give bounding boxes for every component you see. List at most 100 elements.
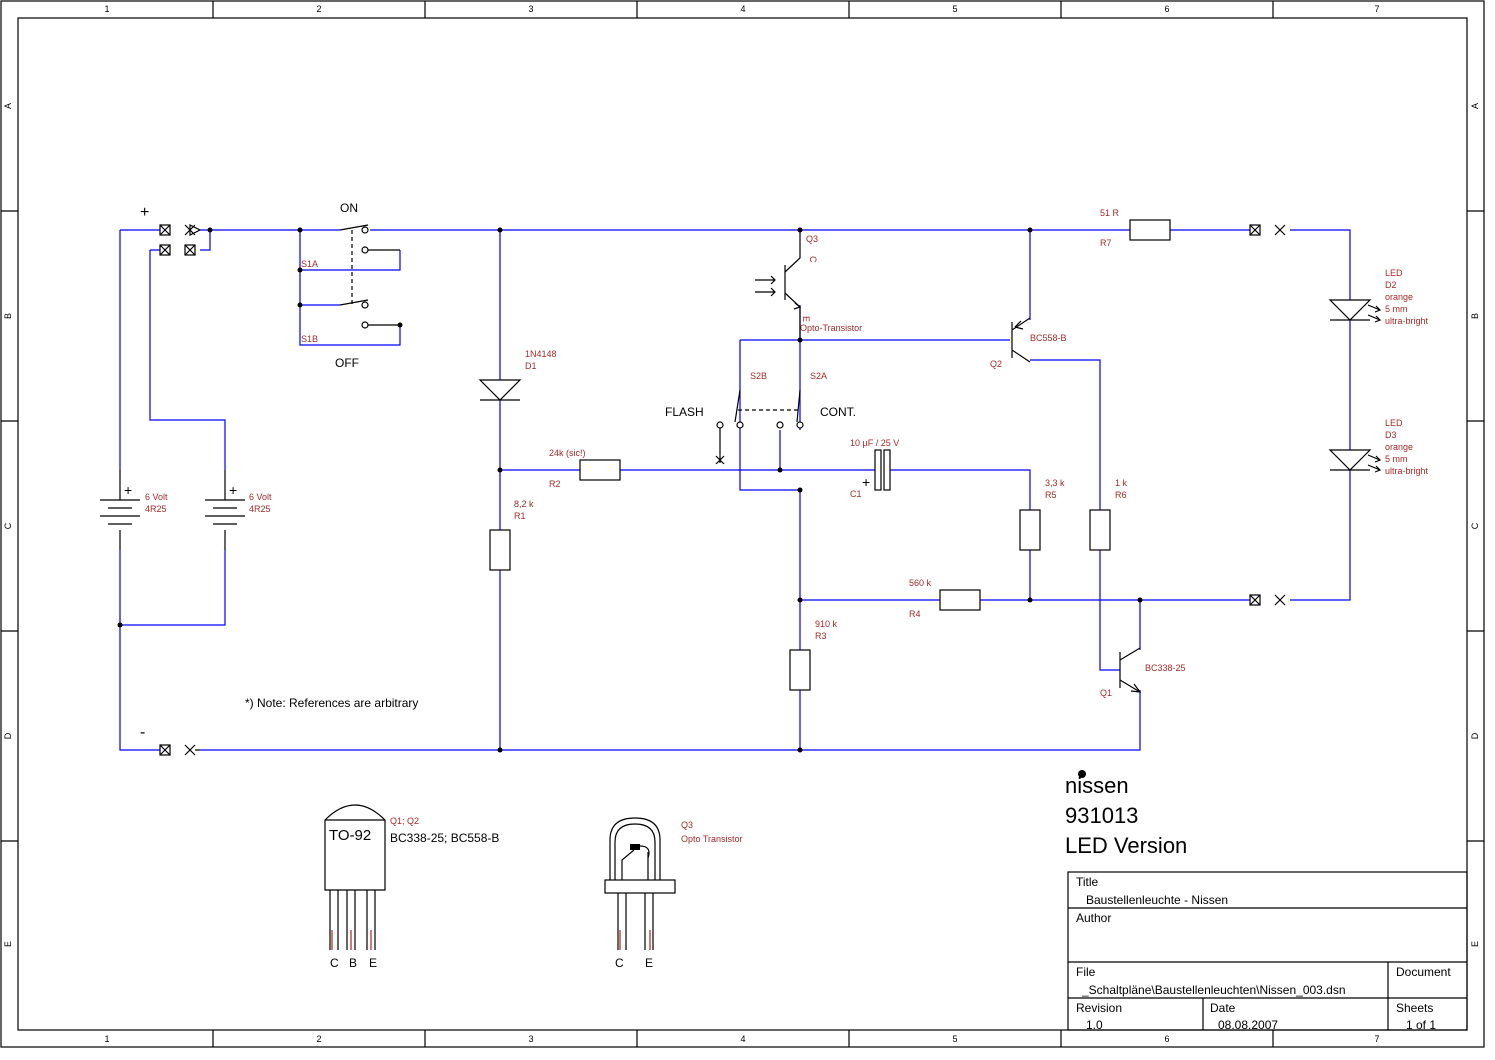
switch-s2 [715, 389, 804, 465]
junctions [117, 227, 1143, 753]
connector-plus-1 [159, 224, 202, 236]
d1-ref: D1 [525, 361, 537, 371]
col-label-4-bottom: 4 [740, 1034, 745, 1044]
wires [119, 229, 1351, 751]
d2-line1: LED [1385, 268, 1403, 278]
revision-label: Revision [1076, 1001, 1122, 1015]
file-value: _Schaltpläne\Baustellenleuchten\Nissen_0… [1081, 983, 1346, 997]
d2-line4: 5 mm [1385, 304, 1408, 314]
s1b-ref: S1B [301, 334, 318, 344]
col-label-5: 5 [952, 4, 957, 14]
d2-line5: ultra-bright [1385, 316, 1429, 326]
title-label: Title [1076, 875, 1099, 889]
r7-ref: R7 [1100, 238, 1112, 248]
r2-value: 24k (sic!) [549, 448, 586, 458]
battery-2 [205, 470, 245, 550]
resistor-r2 [579, 459, 621, 481]
r6-value: 1 k [1115, 478, 1128, 488]
d3-line4: 5 mm [1385, 454, 1408, 464]
r4-value: 560 k [909, 578, 932, 588]
opto-pin-c: C [615, 956, 624, 970]
d3-line2: D3 [1385, 430, 1397, 440]
off-label: OFF [335, 356, 359, 370]
note-text: *) Note: References are arbitrary [245, 696, 418, 710]
connectors [159, 224, 1286, 756]
title-block [1067, 871, 1468, 1031]
opto-transistor-q3 [755, 230, 802, 340]
led-d3 [1328, 449, 1382, 473]
row-label-a: A [3, 103, 13, 109]
q3-ref: Q3 [806, 234, 818, 244]
to92-types: BC338-25; BC558-B [390, 831, 499, 845]
c1-ref: C1 [850, 489, 862, 499]
brand-version: LED Version [1065, 833, 1187, 858]
resistor-r1 [489, 529, 511, 571]
resistor-r4 [939, 589, 981, 611]
switch-s1 [339, 224, 400, 329]
q3-e: E [801, 316, 811, 322]
title-value: Baustellenleuchte - Nissen [1086, 893, 1228, 907]
r3-value: 910 k [815, 619, 838, 629]
led-d2 [1328, 299, 1382, 323]
s1a-ref: S1A [301, 259, 318, 269]
col-label-4: 4 [740, 4, 745, 14]
q3-type: Opto-Transistor [800, 323, 862, 333]
s2b-ref: S2B [750, 371, 767, 381]
opto-pkg-ref: Q3 [681, 820, 693, 830]
col-label-1-bottom: 1 [104, 1034, 109, 1044]
row-label-e: E [3, 941, 13, 947]
transistor-q1 [1119, 647, 1142, 693]
bat2-plus: + [229, 482, 237, 498]
r1-ref: R1 [514, 511, 526, 521]
col-label-5-bottom: 5 [952, 1034, 957, 1044]
r7-value: 51 R [1100, 208, 1120, 218]
row-label-b: B [3, 313, 13, 319]
col-label-6: 6 [1164, 4, 1169, 14]
date-value: 08.08.2007 [1218, 1018, 1278, 1032]
resistor-r7 [1129, 219, 1171, 241]
opto-pkg-desc: Opto Transistor [681, 834, 743, 844]
file-label: File [1076, 965, 1096, 979]
r4-ref: R4 [909, 609, 921, 619]
sheets-value: 1 of 1 [1406, 1018, 1436, 1032]
col-label-2-bottom: 2 [316, 1034, 321, 1044]
row-label-e-right: E [1470, 941, 1480, 947]
flash-label: FLASH [665, 405, 704, 419]
bat1-type: 4R25 [145, 504, 167, 514]
diode-d1 [478, 379, 522, 401]
battery-1 [100, 470, 140, 550]
q2-ref: Q2 [990, 359, 1002, 369]
plus-label: + [140, 204, 149, 221]
opto-package-drawing [604, 817, 676, 950]
r2-ref: R2 [549, 479, 561, 489]
connector-led-bottom [1249, 594, 1286, 606]
to92-refs: Q1; Q2 [390, 816, 419, 826]
row-label-d: D [3, 732, 13, 739]
r1-value: 8,2 k [514, 499, 534, 509]
col-label-7-bottom: 7 [1374, 1034, 1379, 1044]
resistor-r6 [1089, 509, 1111, 551]
row-label-d-right: D [1470, 732, 1480, 739]
col-label-7: 7 [1374, 4, 1379, 14]
d2-line3: orange [1385, 292, 1413, 302]
sheets-label: Sheets [1396, 1001, 1433, 1015]
brand-name: nissen [1065, 773, 1129, 798]
date-label: Date [1210, 1001, 1236, 1015]
on-label: ON [340, 201, 358, 215]
brand-dot [1078, 770, 1086, 778]
row-label-a-right: A [1470, 103, 1480, 109]
grid-labels: 1 2 3 4 5 6 7 1 2 3 4 5 6 7 A B C D E A … [3, 4, 1480, 1044]
connector-plus-2 [159, 244, 196, 256]
opto-pin-e: E [645, 956, 653, 970]
c1-plus: + [862, 474, 870, 490]
connector-led-top [1249, 224, 1286, 236]
s2a-ref: S2A [810, 371, 827, 381]
d1-type: 1N4148 [525, 349, 557, 359]
document-label: Document [1396, 965, 1451, 979]
to92-pin-c: C [330, 956, 339, 970]
bat2-type: 4R25 [249, 504, 271, 514]
bat1-value: 6 Volt [145, 492, 168, 502]
row-label-c-right: C [1470, 522, 1480, 529]
col-label-3-bottom: 3 [528, 1034, 533, 1044]
